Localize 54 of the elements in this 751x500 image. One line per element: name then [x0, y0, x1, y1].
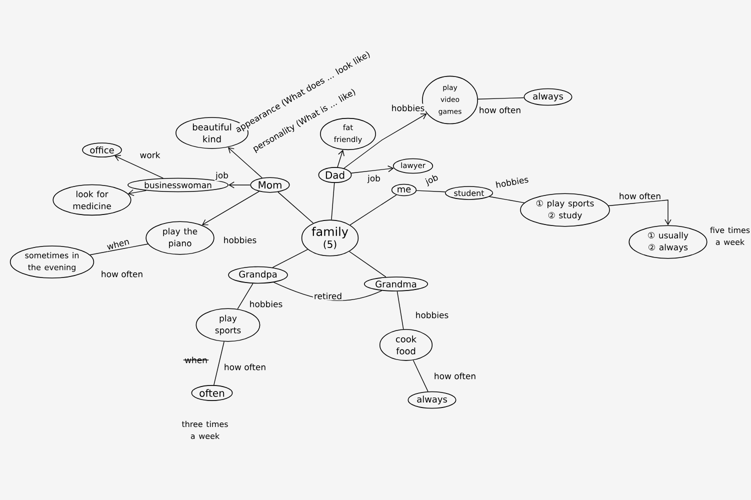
- bubble: always: [524, 88, 572, 106]
- bubble: Mom: [250, 177, 290, 193]
- bubble: Grandpa: [228, 266, 288, 284]
- connector: [350, 194, 397, 226]
- edge-label: job: [423, 172, 441, 188]
- edge-label: retired: [312, 292, 344, 300]
- connector: [228, 147, 262, 178]
- connector: [202, 191, 260, 226]
- bubble: ① usually ② always: [628, 225, 708, 259]
- connector: [478, 97, 524, 100]
- bubble: me: [391, 184, 417, 196]
- bubble: office: [82, 142, 122, 158]
- note: how often: [100, 270, 144, 278]
- bubble: Grandma: [364, 276, 428, 292]
- bubble: Dad: [318, 167, 352, 183]
- edge-label: when: [104, 236, 132, 252]
- connector: [228, 182, 251, 188]
- edge-label: how often: [478, 106, 522, 114]
- connector: [489, 196, 525, 204]
- edge-label: how often: [432, 372, 478, 380]
- connector: [237, 283, 254, 310]
- bubble: always: [408, 391, 456, 409]
- connector: [349, 251, 386, 278]
- connector: [278, 192, 314, 224]
- bubble: look for medicine: [52, 184, 132, 216]
- connector: [90, 244, 148, 256]
- connector: [608, 200, 672, 226]
- edge-label: hobbies: [222, 236, 258, 244]
- connector: [128, 189, 147, 196]
- edge-label: work: [138, 150, 162, 160]
- connector: [412, 360, 428, 392]
- edge-label: job: [214, 170, 230, 182]
- connector: [350, 166, 394, 174]
- bubble: play the piano: [146, 221, 214, 255]
- bubble: family (5): [301, 220, 359, 256]
- bubble: often: [191, 385, 233, 401]
- connector: [214, 341, 224, 386]
- edge-label: hobbies: [248, 300, 284, 308]
- connector: [272, 249, 308, 268]
- edge-label: how often: [618, 192, 662, 200]
- connector: [396, 291, 404, 330]
- edge-label: hobbies: [494, 174, 530, 190]
- edge-label: how often: [222, 362, 268, 372]
- connector: [337, 150, 344, 168]
- connector: [344, 114, 427, 169]
- edge-label: job: [366, 174, 382, 184]
- bubble: cook food: [379, 329, 433, 361]
- connector: [114, 155, 164, 178]
- bubble: play sports: [196, 308, 260, 342]
- connector: [416, 190, 446, 192]
- edge-label: hobbies: [390, 104, 426, 112]
- connector: [331, 182, 335, 220]
- edge-label: hobbies: [414, 310, 450, 320]
- bubble: ① play sports ② study: [520, 193, 610, 227]
